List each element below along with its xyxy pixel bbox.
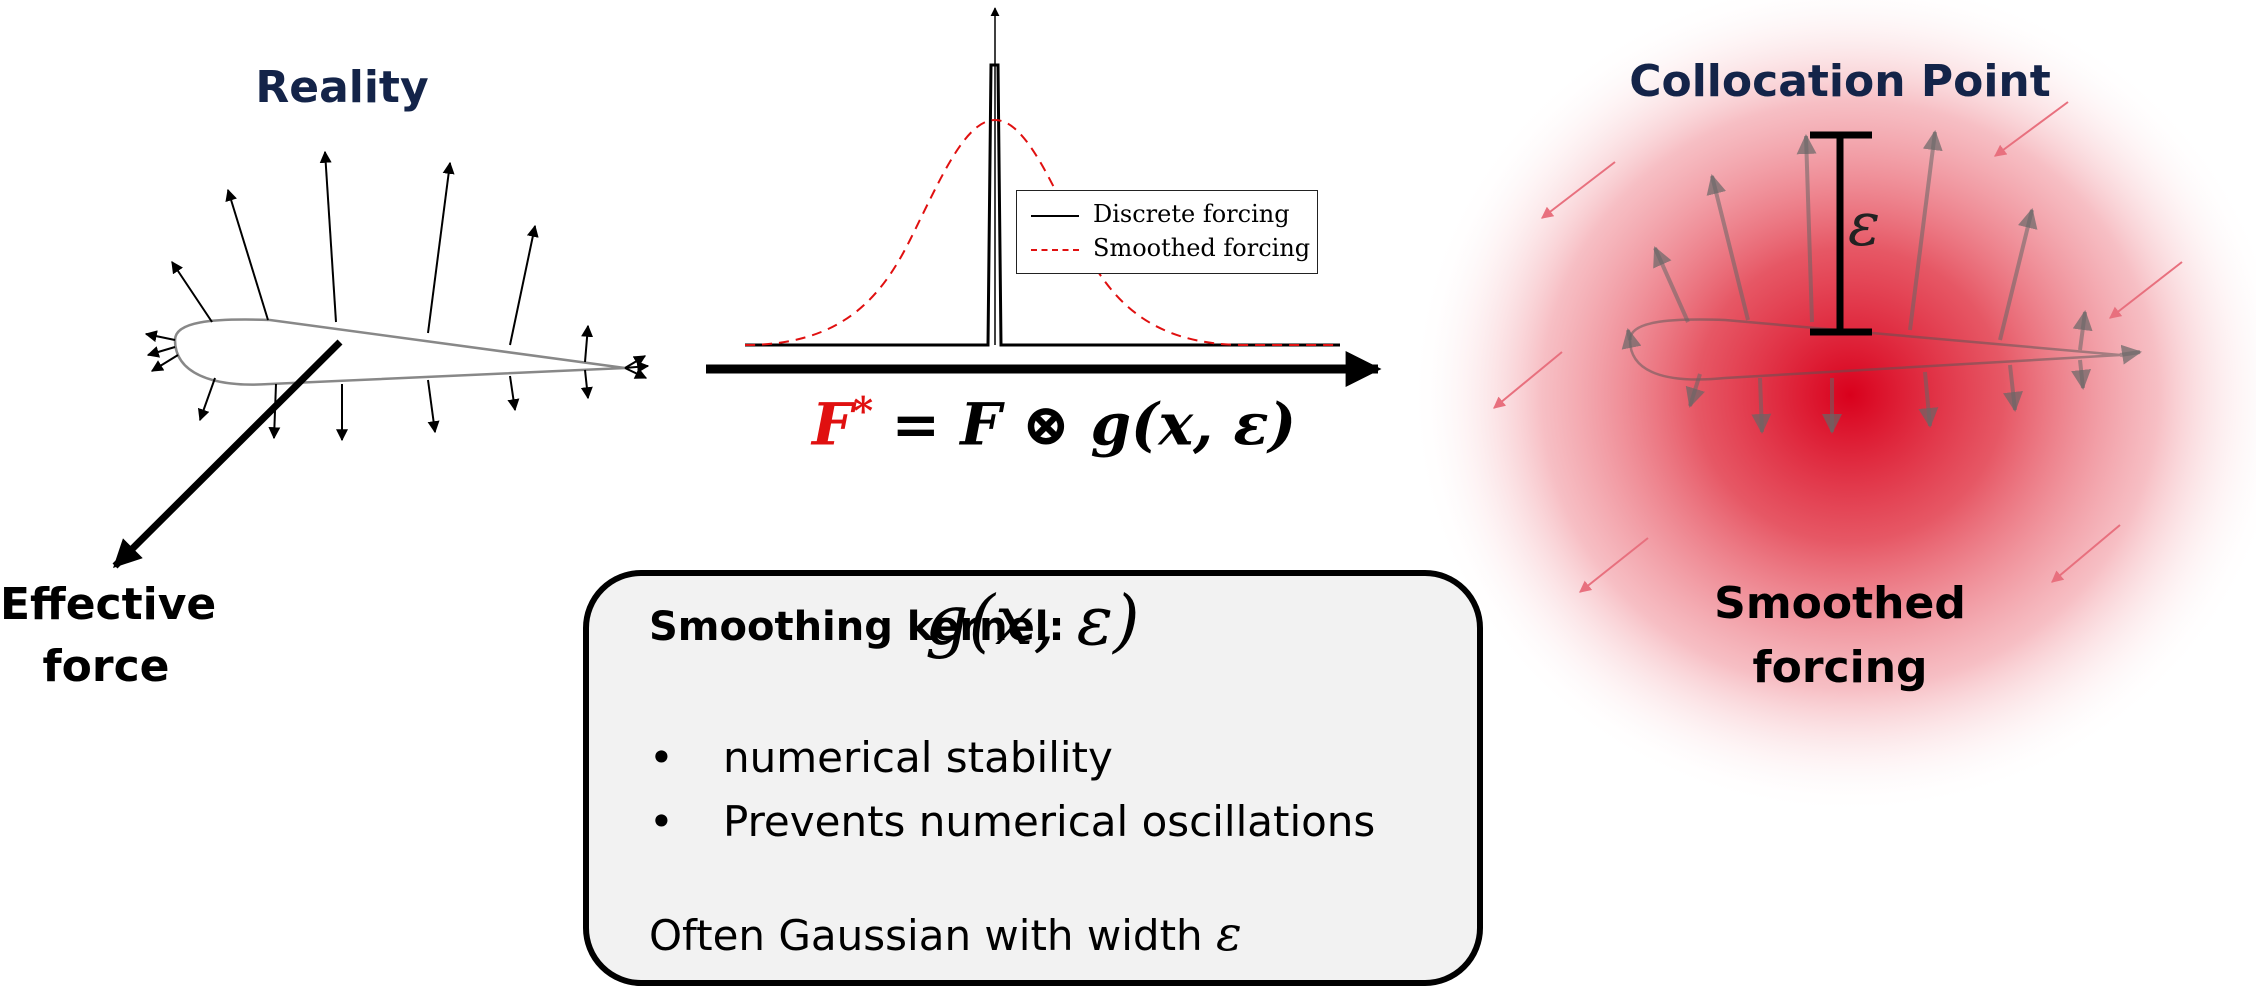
legend-discrete: Discrete forcing [1031, 199, 1290, 229]
smoothing-kernel-box: Smoothing kernel: g(x, ε) • numerical sta… [583, 570, 1483, 986]
collocation-airfoil [1628, 318, 2121, 381]
plot-legend: Discrete forcing Smoothed forcing [1016, 190, 1318, 274]
kernel-footer-symbol: ε [1216, 906, 1242, 962]
kernel-bullet-item: • Prevents numerical oscillations [649, 790, 1375, 854]
reality-airfoil [173, 318, 626, 386]
reality-airfoil-group [112, 150, 650, 569]
kernel-footer: Often Gaussian with width ε [649, 906, 1242, 962]
kernel-formula: g(x, ε) [925, 582, 1140, 661]
smoothed-forcing-curve [744, 118, 1340, 346]
kernel-bullet-list: • numerical stability • Prevents numerical… [649, 726, 1375, 854]
epsilon-bar [1810, 131, 1872, 336]
effective-force-line-1: Effective [0, 579, 217, 630]
kernel-footer-text: Often Gaussian with width [649, 911, 1203, 960]
bullet-dot: • [649, 733, 674, 782]
smoothed-forcing-line-1: Smoothed [1714, 578, 1966, 629]
kernel-bullet-item: • numerical stability [649, 726, 1375, 790]
convolution-equation: F* = F ⊗ g(x, ε) [812, 388, 1296, 458]
smoothed-force-arrows [1621, 130, 2142, 434]
reality-force-arrows [144, 150, 650, 442]
smoothed-forcing-line-2: forcing [1752, 642, 1928, 693]
forcing-plot [706, 7, 1382, 387]
collocation-point-label: Collocation Point [1629, 56, 2051, 107]
wind-arrows [1493, 101, 2183, 593]
equation-lhs-sup: * [853, 388, 874, 433]
legend-smoothed-swatch [1031, 248, 1079, 251]
effective-force-line-2: force [42, 641, 170, 692]
epsilon-label: ε [1848, 190, 1881, 260]
kernel-bullet-text: Prevents numerical oscillations [723, 797, 1376, 846]
kernel-title: Smoothing kernel: [649, 604, 1065, 650]
bullet-dot: • [649, 797, 674, 846]
legend-discrete-swatch [1031, 214, 1079, 217]
kernel-bullet-text: numerical stability [723, 733, 1113, 782]
legend-smoothed-text: Smoothed forcing [1093, 234, 1311, 262]
kernel-formula-text: g(x, ε) [925, 582, 1140, 661]
legend-discrete-text: Discrete forcing [1093, 200, 1290, 228]
equation-lhs: F [812, 390, 854, 459]
reality-label: Reality [255, 62, 429, 113]
equation-rhs: = F ⊗ g(x, ε) [891, 390, 1297, 459]
discrete-forcing-line [745, 63, 1340, 347]
legend-smoothed: Smoothed forcing [1031, 233, 1310, 263]
smoothed-forcing-group [1410, 0, 2256, 815]
effective-force-label: Effective force [0, 574, 217, 698]
effective-force-arrow [112, 339, 343, 569]
smoothed-forcing-label: Smoothed forcing [1700, 572, 1980, 700]
